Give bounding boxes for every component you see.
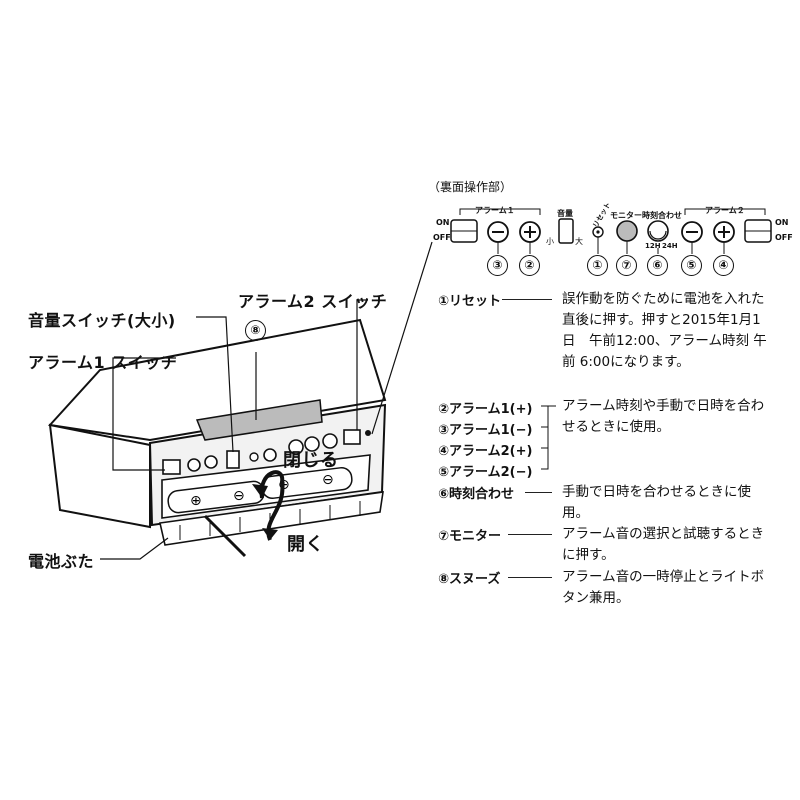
mode-24h-label: 24H	[662, 242, 678, 250]
panel-title: （裏面操作部）	[428, 180, 513, 194]
panel-number-7: ⑦	[616, 255, 637, 276]
item-snooze-label: ⑧スヌーズ	[438, 572, 501, 587]
item-monitor-leader	[508, 534, 552, 535]
volume-large-label: 大	[575, 237, 583, 246]
item-alarm2-plus-label: ④アラーム2(+)	[438, 444, 533, 459]
off-label-right: OFF	[775, 233, 793, 242]
item-time-set-leader	[525, 492, 552, 493]
snooze-bar	[195, 399, 323, 441]
item-alarm1-plus-label: ②アラーム1(+)	[438, 402, 533, 417]
mode-12h-label: 12H	[645, 242, 661, 250]
open-close-arrow	[259, 470, 285, 541]
svg-text:⊖: ⊖	[322, 472, 334, 488]
alarm1-switch	[162, 459, 181, 475]
alarm1-switch-label: アラーム1 スイッチ	[28, 353, 178, 372]
monitor-label: モニター	[610, 211, 642, 220]
snooze-number-badge: ⑧	[245, 320, 266, 341]
item-alarm-buttons-desc: アラーム時刻や手動で日時を合わせるときに使用。	[562, 398, 765, 435]
item-alarm1-minus-label: ③アラーム1(−)	[438, 423, 533, 438]
item-monitor-label: ⑦モニター	[438, 529, 502, 544]
on-label-left: ON	[436, 218, 450, 227]
volume-small-label: 小	[546, 237, 554, 246]
open-label: 開く	[287, 534, 324, 555]
item-snooze-desc: アラーム音の一時停止とライトボタン兼用。	[562, 569, 765, 606]
alarm2-group-label: アラーム２	[705, 206, 745, 215]
battery-cover-label: 電池ぶた	[28, 552, 95, 571]
alarm2-switch	[343, 429, 361, 445]
volume-label: 音量	[557, 209, 573, 218]
item-monitor-desc: アラーム音の選択と試聴するときに押す。	[562, 526, 765, 563]
svg-text:⊕: ⊕	[190, 493, 202, 509]
svg-text:⊖: ⊖	[233, 488, 245, 504]
batteries: ⊕ ⊖ ⊕ ⊖	[167, 466, 353, 514]
volume-switch-label: 音量スイッチ(大小)	[28, 311, 176, 330]
on-label-right: ON	[775, 218, 789, 227]
item-reset-label: ①リセット	[438, 294, 502, 309]
alarm2-switch-label: アラーム2 スイッチ	[238, 292, 388, 311]
device-left-side	[48, 423, 151, 529]
item-alarm2-minus-label: ⑤アラーム2(−)	[438, 465, 533, 480]
panel-number-3: ③	[487, 255, 508, 276]
item-time-set-label: ⑥時刻合わせ	[438, 487, 515, 502]
panel-number-4: ④	[713, 255, 734, 276]
item-time-set-desc: 手動で日時を合わせるときに使用。	[562, 484, 751, 521]
panel-number-2: ②	[519, 255, 540, 276]
panel-number-1: ①	[587, 255, 608, 276]
item-reset-desc: 誤作動を防ぐために電池を入れた直後に押す。押すと2015年1月1日 午前12:0…	[562, 291, 767, 370]
time-set-label: 時刻合わせ	[642, 211, 682, 220]
off-label-left: OFF	[433, 233, 451, 242]
alarm1-group-label: アラーム１	[475, 206, 515, 215]
panel-number-6: ⑥	[647, 255, 668, 276]
item-snooze-leader	[508, 577, 552, 578]
panel-number-5: ⑤	[681, 255, 702, 276]
item-reset-leader	[502, 299, 552, 300]
close-label: 閉じる	[283, 450, 339, 471]
